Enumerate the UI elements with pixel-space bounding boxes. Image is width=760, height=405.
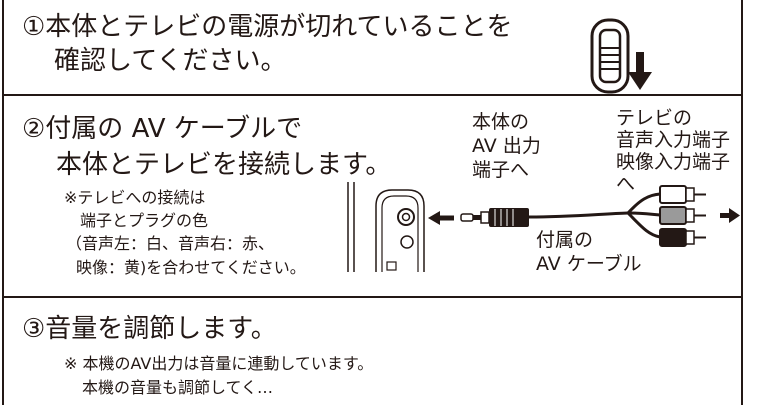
step1-title-cont: 確認してください。 (54, 46, 287, 76)
arrow-down-icon (628, 52, 652, 90)
arrow-right-icon (720, 208, 740, 223)
step2-title: ②付属の AV ケーブルで (22, 114, 303, 144)
arrow-left-icon (428, 211, 454, 225)
tv-port-label-3: 映像入力端子 (616, 151, 731, 173)
step3-note-1: ※ 本機のAV出力は音量に連動しています。 (64, 354, 374, 373)
device-port-label-3: 端子へ (472, 159, 530, 181)
step1-title: ①本体とテレビの電源が切れていることを (22, 12, 513, 42)
tv-port-label-2: 音声入力端子 (616, 129, 731, 151)
device-port-label-2: AV 出力 (472, 135, 541, 157)
step2-note-1: ※テレビへの接続は (64, 188, 206, 207)
device-side-panel (347, 182, 425, 272)
step2-note-4: 映像：黄)を合わせてください。 (76, 258, 306, 277)
cable-label-1: 付属の (536, 229, 594, 251)
step3-title: ③音量を調節します。 (22, 314, 277, 344)
step3-note-2: 本機の音量も調節してく… (82, 378, 274, 397)
step2-note-2: 端子とプラグの色 (80, 211, 209, 230)
av-plug-icon (460, 208, 529, 227)
tv-port-label-4: へ (616, 173, 636, 195)
rca-plug-icon (659, 185, 706, 247)
step2-title-cont: 本体とテレビを接続します。 (56, 150, 392, 180)
instruction-panel (2, 0, 743, 405)
cable-label-2: AV ケーブル (536, 253, 642, 275)
av-cable (528, 192, 661, 239)
tv-port-label-1: テレビの (616, 107, 693, 129)
device-port-label-1: 本体の (472, 111, 530, 133)
step2-note-3: （音声左：白、音声右：赤、 (66, 234, 275, 253)
power-switch-icon (590, 18, 630, 94)
